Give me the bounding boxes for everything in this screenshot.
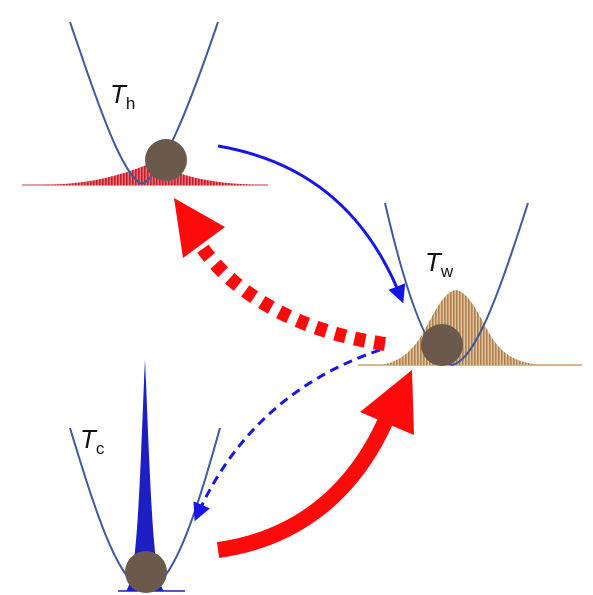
hot-potential-well (69, 21, 219, 186)
hot-temperature-label: Th (110, 79, 135, 113)
cold-distribution (126, 360, 164, 591)
cold-reservoir: Tc (69, 360, 221, 593)
warm-reservoir: Tw (358, 202, 582, 367)
cold-to-warm-arrow (216, 370, 414, 558)
warm-distribution (380, 290, 540, 365)
warm-to-cold-dashed-arrow (193, 348, 381, 522)
cold-temperature-label: Tc (80, 424, 105, 458)
warm-to-hot-arrowhead (174, 198, 225, 258)
warm-temperature-label: Tw (425, 247, 454, 281)
hot-distribution (40, 164, 260, 185)
hot-particle (145, 139, 187, 181)
warm-particle (421, 324, 463, 366)
hot-reservoir: Th (22, 21, 268, 186)
warm-to-hot-dashed-arrow (174, 198, 386, 351)
warm-potential-well (384, 202, 529, 367)
cold-particle (125, 551, 167, 593)
hot-to-warm-arrow (217, 144, 406, 304)
cold-to-warm-arrowhead (360, 370, 414, 435)
